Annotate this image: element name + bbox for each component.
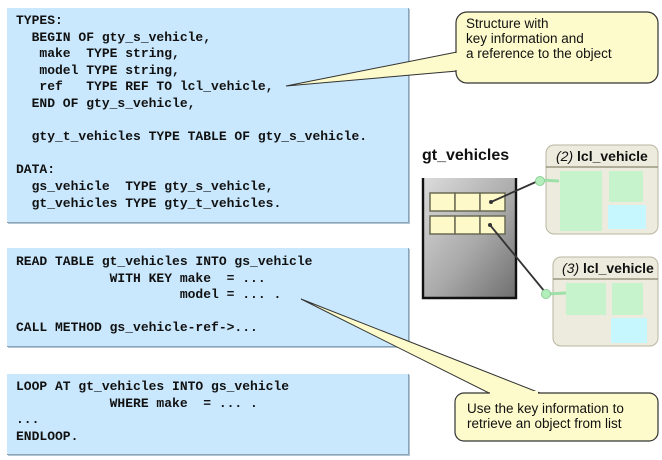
retrieve-callout-joint [490,391,538,395]
reference-arrow-2 [488,223,567,299]
table-label: gt_vehicles [422,147,510,164]
structure-callout-text: Structure with key information and a ref… [466,16,612,61]
object-2-header: (2) lcl_vehicle [556,148,648,164]
table-cell-r2-c3 [479,215,506,235]
object-2-number: (2) [556,148,574,164]
reference-arrow-1 [489,176,560,204]
loop-code-box: LOOP AT gt_vehicles INTO gs_vehicle WHER… [7,374,409,455]
structure-callout-joint [455,53,459,70]
reference-anchor-2 [541,289,551,299]
structure-callout [285,11,659,87]
structure-callout-bubble [455,11,659,84]
structure-callout-line-3: a reference to the object [466,46,612,61]
table-cell-r2-c1 [429,215,456,235]
object-3-header: (3) lcl_vehicle [562,260,654,276]
retrieve-callout-line-2: retrieve an object from list [467,416,622,431]
object-2-class-name: lcl_vehicle [577,148,648,164]
loop-code: LOOP AT gt_vehicles INTO gs_vehicle WHER… [16,379,290,444]
reference-dot-2 [488,223,492,227]
declarations-code: TYPES: BEGIN OF gty_s_vehicle, make TYPE… [16,13,368,211]
object-3-number: (3) [562,260,580,276]
retrieve-callout-text: Use the key information to retrieve an o… [467,401,624,431]
structure-callout-line-2: key information and [466,31,584,46]
table-cell-r2-c2 [454,215,481,235]
object-3-attribute-model [612,283,643,315]
object-box-2 [545,144,659,235]
reference-dot-1 [489,200,493,204]
retrieve-callout-line-1: Use the key information to [467,401,624,416]
read-table-code: READ TABLE gt_vehicles INTO gs_vehicle W… [16,254,313,336]
retrieve-callout [300,298,659,442]
retrieve-callout-bubble [454,392,659,442]
table-cell-r1-c1 [429,192,456,212]
table-cell-r1-c2 [454,192,481,212]
object-3-attribute-make [566,283,606,315]
structure-callout-line-1: Structure with [466,16,549,31]
object-3-attribute-other [611,318,647,343]
retrieve-callout-pointer [300,298,541,394]
object-2-attribute-model [609,171,643,202]
declarations-code-box: TYPES: BEGIN OF gty_s_vehicle, make TYPE… [7,8,409,223]
object-2-attribute-make [560,171,602,231]
object-2-attribute-other [608,205,646,229]
read-table-code-box: READ TABLE gt_vehicles INTO gs_vehicle W… [7,248,409,347]
structure-callout-pointer [285,51,458,87]
table-outline [421,178,518,300]
object-3-class-name: lcl_vehicle [583,260,654,276]
reference-anchor-1 [535,176,545,186]
object-box-3 [552,256,659,347]
